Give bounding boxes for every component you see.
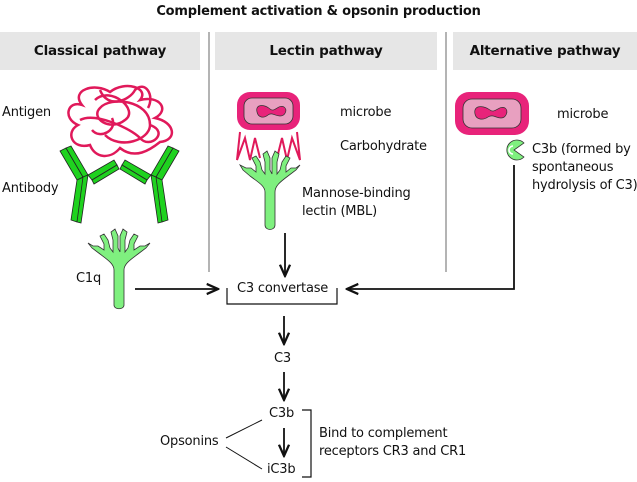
c3b-pacman-icon (506, 139, 525, 161)
c3b-label-line3: hydrolysis of C3) (532, 178, 637, 193)
antigen-label: Antigen (2, 105, 51, 120)
mbl-label-line2: lectin (MBL) (302, 204, 377, 219)
alternative-microbe-label: microbe (557, 107, 609, 122)
c1q-label: C1q (76, 271, 102, 286)
c3-convertase-label: C3 convertase (237, 281, 329, 296)
c3b-label-line1: C3b (formed by (532, 142, 631, 157)
ic3b-label: iC3b (267, 462, 296, 477)
header-alternative-pathway: Alternative pathway (453, 32, 637, 70)
opsonin-line-c3b (225, 419, 263, 439)
c3-label: C3 (274, 351, 291, 366)
alternative-microbe-icon (455, 92, 529, 135)
lectin-microbe-icon (237, 92, 300, 130)
header-lectin-label: Lectin pathway (269, 43, 383, 59)
c3b-label-line2: spontaneous (532, 160, 614, 175)
header-alternative-label: Alternative pathway (469, 43, 621, 59)
convertase-bracket (226, 288, 338, 305)
antigen-icon (67, 84, 173, 158)
carbohydrate-icon (236, 131, 301, 161)
opsonins-label: Opsonins (160, 434, 219, 449)
c3b-label: C3b (269, 406, 295, 421)
c1q-icon (87, 228, 151, 310)
antibody-left-icon (59, 145, 120, 224)
receptor-label-line2: receptors CR3 and CR1 (319, 444, 467, 459)
opsonin-line-ic3b (225, 446, 263, 470)
receptor-bracket (302, 409, 312, 478)
antibody-label: Antibody (2, 181, 59, 196)
antibody-right-icon (119, 145, 180, 224)
arrow-alternative-to-convertase (347, 165, 515, 289)
header-classical-label: Classical pathway (33, 43, 167, 59)
header-lectin-pathway: Lectin pathway (215, 32, 437, 70)
receptor-label-line1: Bind to complement (319, 426, 448, 441)
diagram-title: Complement activation & opsonin producti… (156, 4, 481, 19)
lectin-microbe-label: microbe (340, 105, 392, 120)
mbl-icon (238, 150, 301, 230)
header-classical-pathway: Classical pathway (0, 32, 200, 70)
mbl-label-line1: Mannose-binding (302, 186, 411, 201)
carbohydrate-label: Carbohydrate (340, 139, 427, 154)
